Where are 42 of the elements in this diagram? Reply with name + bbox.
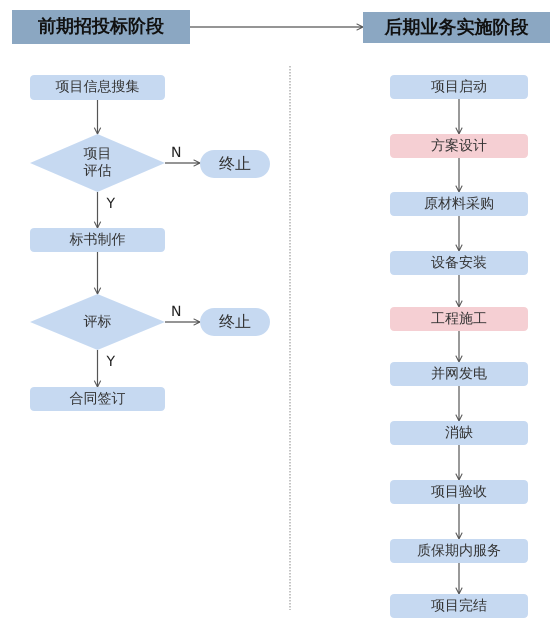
process-box	[390, 594, 528, 618]
terminator-box	[200, 308, 270, 336]
edge-label: Y	[106, 197, 116, 211]
edge-label: N	[170, 146, 182, 160]
node-text: 前期招投标阶段	[38, 16, 164, 38]
node-text: 合同签订	[70, 390, 126, 408]
node-text: 设备安装	[431, 254, 487, 272]
process-box	[390, 539, 528, 563]
node-text: 原材料采购	[424, 196, 494, 212]
node-text: 终止	[219, 154, 251, 174]
node-text: 项目验收	[431, 484, 487, 500]
node-text: 质保期内服务	[417, 542, 501, 560]
stage-header	[12, 10, 190, 44]
process-box	[390, 362, 528, 386]
node-text: 项目信息搜集	[56, 79, 140, 96]
process-box	[390, 307, 528, 331]
process-box	[390, 192, 528, 216]
node-text: 项目完结	[431, 598, 487, 614]
node-text: 并网发电	[431, 366, 487, 382]
process-box	[30, 228, 165, 252]
edge-label: N	[170, 305, 182, 319]
process-box	[30, 75, 165, 100]
node-text: 终止	[219, 312, 251, 332]
node-text: 后期业务实施阶段	[384, 16, 528, 38]
terminator-box	[200, 150, 270, 178]
decision-diamond	[30, 294, 165, 350]
process-box	[390, 421, 528, 445]
node-text: 消缺	[445, 424, 473, 442]
node-text: 方案设计	[431, 138, 487, 154]
edge-label: Y	[106, 355, 116, 369]
node-text: 标书制作	[70, 232, 126, 248]
process-box	[390, 134, 528, 158]
process-box	[30, 387, 165, 411]
node-text: 项目启动	[431, 78, 487, 96]
process-box	[390, 75, 528, 99]
node-text: 评标	[84, 314, 112, 330]
process-box	[390, 251, 528, 275]
decision-diamond	[30, 134, 165, 192]
process-box	[390, 480, 528, 504]
stage-header	[363, 12, 550, 43]
node-text: 工程施工	[431, 310, 487, 328]
node-text: 项目评估	[82, 146, 112, 180]
